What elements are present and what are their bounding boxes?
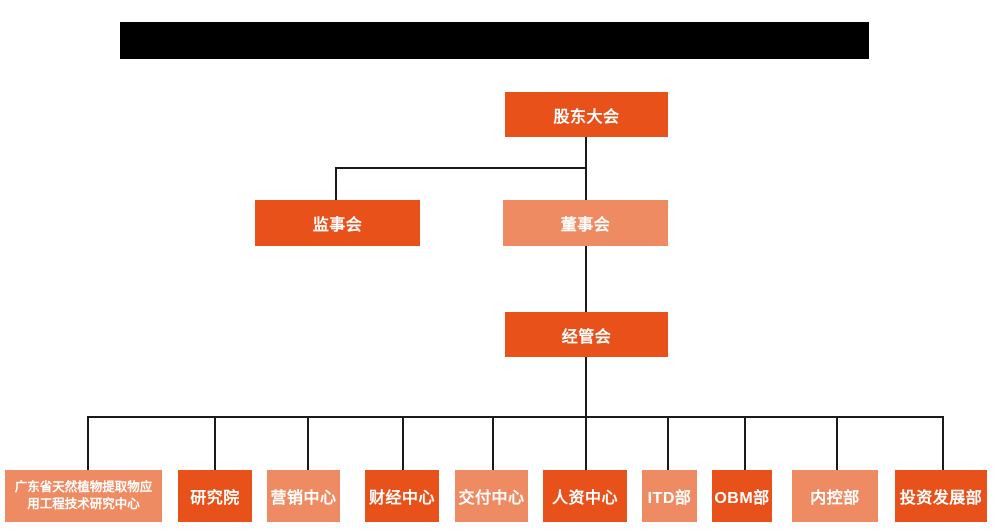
org-node-marketing-center: 营销中心 <box>267 470 340 522</box>
org-node-management-committee: 经管会 <box>505 312 668 357</box>
org-node-hr-center: 人资中心 <box>543 470 627 522</box>
org-node-delivery-center: 交付中心 <box>455 470 528 522</box>
redacted-title-bar <box>120 22 869 59</box>
org-node-guangdong-plant-extract-research-center: 广东省天然植物提取物应用工程技术研究中心 <box>5 470 162 522</box>
org-node-finance-center: 财经中心 <box>365 470 439 522</box>
org-node-obm-department: OBM部 <box>712 470 772 522</box>
org-node-itd-department: ITD部 <box>642 470 697 522</box>
org-node-supervisory-board: 监事会 <box>255 200 420 246</box>
org-node-board-of-directors: 董事会 <box>503 200 668 246</box>
org-node-internal-control-department: 内控部 <box>792 470 878 522</box>
org-node-shareholders-meeting: 股东大会 <box>505 92 668 137</box>
org-node-investment-development-department: 投资发展部 <box>895 470 987 522</box>
org-node-research-institute: 研究院 <box>178 470 252 522</box>
